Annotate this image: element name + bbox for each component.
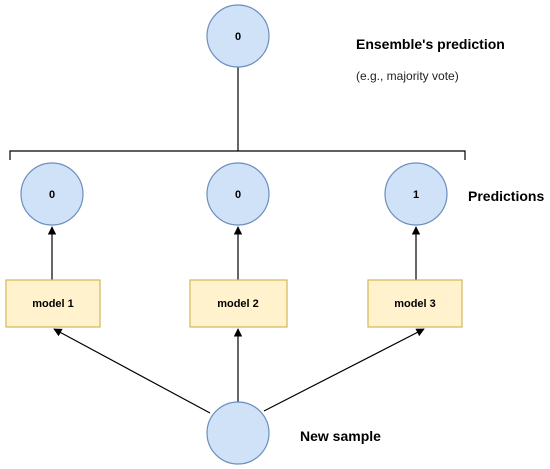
model-box-3[interactable] xyxy=(367,279,463,328)
arrow-sample-to-model3 xyxy=(263,328,425,412)
arrow-sample-to-model1 xyxy=(53,328,211,414)
model-box-1[interactable] xyxy=(5,279,101,328)
predictions-bracket xyxy=(9,150,466,160)
prediction-node-1-value: 0 xyxy=(49,189,55,201)
model-box-2-label: model 2 xyxy=(217,298,259,310)
new-sample-node[interactable] xyxy=(206,401,270,465)
ensemble-subtitle: (e.g., majority vote) xyxy=(356,69,459,83)
predictions-label: Predictions xyxy=(468,188,544,204)
prediction-node-1[interactable] xyxy=(20,162,84,226)
prediction-node-3[interactable] xyxy=(384,162,448,226)
model-box-1-label: model 1 xyxy=(32,298,74,310)
ensemble-node-value: 0 xyxy=(235,31,241,43)
prediction-node-2[interactable] xyxy=(206,162,270,226)
prediction-node-3-value: 1 xyxy=(413,189,419,201)
ensemble-title: Ensemble's prediction xyxy=(356,36,505,52)
prediction-node-2-value: 0 xyxy=(235,189,241,201)
model-box-2[interactable] xyxy=(189,279,288,328)
ensemble-node[interactable] xyxy=(206,4,270,68)
new-sample-label: New sample xyxy=(300,428,381,444)
model-box-3-label: model 3 xyxy=(394,298,436,310)
